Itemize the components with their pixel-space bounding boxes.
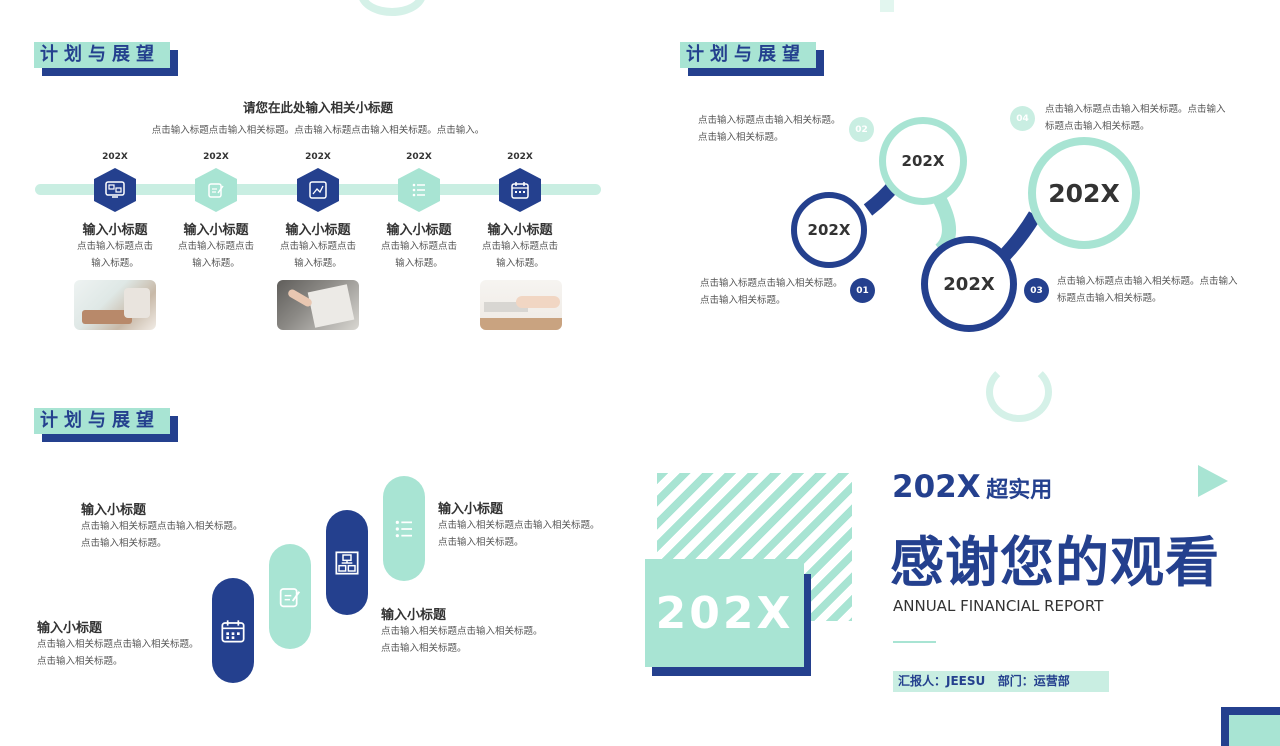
photo-office-desk <box>74 280 156 330</box>
divider <box>893 641 936 643</box>
timeline-step-3: 202X <box>305 152 331 162</box>
number-badge-03: 03 <box>1024 278 1049 303</box>
reporter-text: 汇报人：JEESU 部门：运营部 <box>898 674 1070 688</box>
slide1-subtitle: 请您在此处输入相关小标题 <box>242 100 393 115</box>
timeline-step-3-text: 输入小标题 点击输入标题点击 输入标题。 <box>279 223 356 269</box>
timeline-step-5-text: 输入小标题 点击输入标题点击 输入标题。 <box>481 223 558 269</box>
deco-arc-mid <box>986 362 1052 422</box>
timeline-step-2: 202X <box>203 152 229 162</box>
number-badge-04: 04 <box>1010 106 1035 131</box>
slide2-badge: 计划与展望 <box>680 42 830 76</box>
number-badge-02: 02 <box>849 117 874 142</box>
timeline-step-4: 202X <box>406 152 432 162</box>
list-icon <box>398 168 440 212</box>
photo-laptop-typing <box>480 280 562 330</box>
calendar-icon <box>499 168 541 212</box>
play-triangle-icon <box>1198 465 1228 497</box>
timeline-step-1: 202X <box>102 152 128 162</box>
timeline-step-5: 202X <box>507 152 533 162</box>
flowchart-icon <box>94 168 136 212</box>
node-text-bottom-right: 点击输入标题点击输入相关标题。点击输入 标题点击输入相关标题。 <box>1057 276 1238 304</box>
node-02: 202X <box>879 117 967 205</box>
pill-block-upper-right: 输入小标题 点击输入相关标题点击输入相关标题。 点击输入相关标题。 <box>438 502 600 548</box>
timeline-step-4-text: 输入小标题 点击输入标题点击 输入标题。 <box>380 223 457 269</box>
calendar-pill-icon <box>212 578 254 683</box>
pill-block-upper-left: 输入小标题 点击输入相关标题点击输入相关标题。 点击输入相关标题。 <box>81 503 243 549</box>
node-text-top-right: 点击输入标题点击输入相关标题。点击输入 标题点击输入相关标题。 <box>1045 104 1226 132</box>
pill-block-lower-left: 输入小标题 点击输入相关标题点击输入相关标题。 点击输入相关标题。 <box>37 621 199 667</box>
year-box: 202X <box>645 559 804 667</box>
photo-reading-document <box>277 280 359 330</box>
edit-document-icon <box>195 168 237 212</box>
node-03: 202X <box>921 236 1017 332</box>
deco-bar-top <box>880 0 894 12</box>
year-big: 202X <box>655 587 794 639</box>
slide1-subtitle-desc: 点击输入标题点击输入相关标题。点击输入标题点击输入相关标题。点击输入。 <box>151 125 485 136</box>
english-subtitle: ANNUAL FINANCIAL REPORT <box>893 597 1104 615</box>
reporter-bar: 汇报人：JEESU 部门：运营部 <box>893 671 1109 692</box>
deco-arc-top <box>358 0 426 16</box>
slide3-badge: 计划与展望 <box>34 408 184 442</box>
edit-pill-icon <box>269 544 311 649</box>
node-04: 202X <box>1028 137 1140 249</box>
number-badge-01: 01 <box>850 278 875 303</box>
list-pill-icon <box>383 476 425 581</box>
headline: 感谢您的观看 <box>890 531 1220 594</box>
slide1-badge: 计划与展望 <box>34 42 184 76</box>
chart-board-icon <box>297 168 339 212</box>
deco-corner-inner <box>1229 715 1280 746</box>
pill-block-lower-right: 输入小标题 点击输入相关标题点击输入相关标题。 点击输入相关标题。 <box>381 608 543 654</box>
flowchart-pill-icon <box>326 510 368 615</box>
node-01: 202X <box>791 192 867 268</box>
node-text-bottom-left: 点击输入标题点击输入相关标题。 点击输入相关标题。 <box>700 278 843 306</box>
timeline-step-2-text: 输入小标题 点击输入标题点击 输入标题。 <box>177 223 254 269</box>
timeline-step-1-text: 输入小标题 点击输入标题点击 输入标题。 <box>76 223 153 269</box>
headline-line1: 202X 超实用 <box>892 469 1053 505</box>
node-text-top-left: 点击输入标题点击输入相关标题。 点击输入相关标题。 <box>698 115 841 143</box>
